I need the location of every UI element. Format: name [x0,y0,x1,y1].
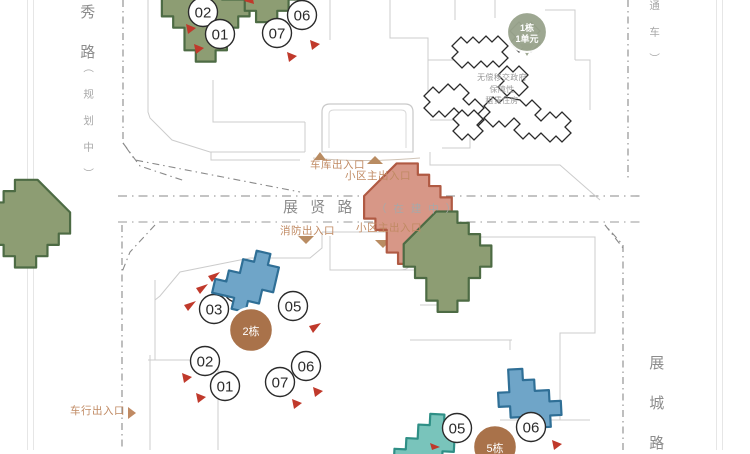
fire-entrance-triangle [298,236,314,244]
pin-building-2[interactable]: 2栋 [227,306,275,354]
garage-ramp [321,103,414,153]
garage-entrance-label: 车库出入口 [310,159,365,171]
unit-03-label: 03 [206,302,223,319]
unit-06c-block[interactable] [485,361,568,442]
unit-01b-label: 01 [217,379,234,396]
view-arrows-middle [182,272,323,409]
unit-06b-badge[interactable]: 06 [290,350,322,382]
parcel-corner-north [122,142,186,182]
parcel-corner-south [121,224,624,273]
main-entrance-north-triangle [367,156,383,164]
unit-07b-label: 07 [272,375,289,392]
unit-07-label: 07 [269,26,286,43]
vehicle-entrance-triangle [128,407,136,419]
unit-01-badge[interactable]: 01 [204,18,236,50]
road-zhancheng-sublabel: （ [650,434,663,447]
road-xiu-sublabel: （ 规 划 中 ） [82,62,95,181]
unit-02b-badge[interactable]: 02 [189,345,221,377]
unit-01-label: 01 [212,27,229,44]
unit-02b-label: 02 [197,354,214,371]
view-arrows-north [186,0,320,62]
cluster-north[interactable]: 02 01 07 06 [145,0,322,72]
unit-06b-label: 06 [298,359,315,376]
unit-06-label: 06 [294,8,311,25]
unit-07b-block[interactable] [0,163,81,284]
unit-05c-label: 05 [449,421,466,438]
road-zhanxian-sublabel: （ 在 建 中 ） [376,203,459,215]
public-housing-note: 无偿移交政府 保障性 租赁住房 [477,73,527,106]
unit-07b-badge[interactable]: 07 [264,366,296,398]
view-arrows-south [430,440,562,450]
unit-06c-badge[interactable]: 06 [515,411,547,443]
unit-06-badge[interactable]: 06 [286,0,318,31]
pin-building-5[interactable]: 5栋 [471,423,519,454]
fire-entrance-label: 消防出入口 [280,225,335,237]
unit-02-badge[interactable]: 02 [187,0,219,28]
unit-05c-badge[interactable]: 05 [441,412,473,444]
ph-block-a [451,35,509,69]
unit-05-badge[interactable]: 05 [277,290,309,322]
road-zhancheng-label: 展 城 路 [647,355,665,454]
unit-06c-label: 06 [523,420,540,437]
pin-building-1-line2: 1单元 [515,33,538,44]
cluster-south[interactable]: 05 06 [386,361,568,454]
pin-building-2-label: 2栋 [242,324,259,338]
ph-block-e [483,96,572,143]
ph-block-c [497,65,529,97]
main-entrance-north-label: 小区主出入口 [345,170,411,182]
road-zhanxian-label: 展 贤 路 [283,199,357,216]
main-entrance-south-label: 小区主出入口 [356,222,422,234]
unit-05-block[interactable] [206,245,290,321]
unit-02b-block[interactable] [387,201,508,322]
unit-01b-badge[interactable]: 01 [209,370,241,402]
pin-building-5-label: 5栋 [486,441,503,454]
road-xiu-label: 秀 路 [78,4,96,63]
unit-07[interactable] [201,0,322,38]
garage-entrance-triangle [314,152,326,160]
unit-07-badge[interactable]: 07 [261,17,293,49]
unit-05b-label: 05 [285,299,302,316]
cluster-middle[interactable]: 04 03 05 02 01 [0,153,508,409]
unit-02-label: 02 [195,5,212,22]
road-tongche-label: 通 车 ） [648,0,661,66]
unit-03-badge[interactable]: 03 [198,293,230,325]
pin-building-1-line1: 1栋 [520,22,534,33]
pin-building-1[interactable]: 1栋 1单元 [505,10,549,56]
vehicle-entrance-label: 车行出入口 [70,405,125,417]
ph-block-f [452,109,484,141]
